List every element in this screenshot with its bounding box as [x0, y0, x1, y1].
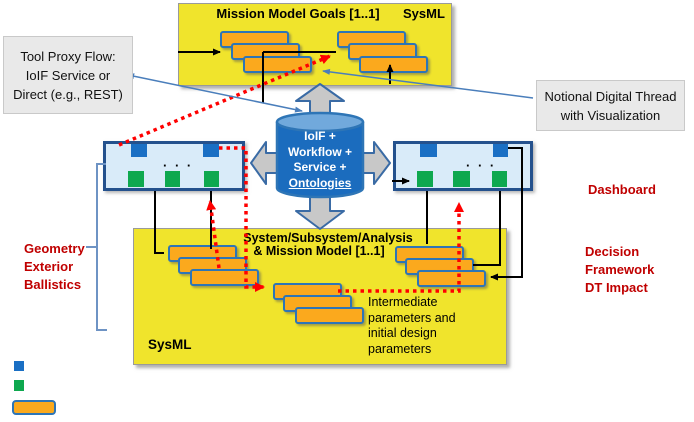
tool-proxy-line: Tool Proxy Flow:: [20, 48, 116, 64]
dashboard-label: Dashboard: [588, 182, 656, 197]
ellipsis: · · ·: [163, 158, 194, 173]
result-square: [204, 171, 219, 187]
intermediate-note: Intermediate parameters and initial desi…: [368, 295, 478, 357]
hub-line: Workflow +: [287, 144, 353, 159]
legend-blue-square: [14, 361, 24, 371]
note-line: initial design: [368, 326, 437, 340]
digital-thread-line: Notional Digital Thread: [544, 88, 677, 104]
result-square: [165, 171, 180, 187]
model-bar: [190, 269, 259, 286]
mission-model-sysml-tag: SysML: [403, 6, 445, 21]
result-square: [492, 171, 507, 187]
note-line: Intermediate: [368, 295, 438, 309]
geometry-line: Ballistics: [24, 277, 82, 292]
decision-line: DT Impact: [585, 280, 648, 295]
hub-label: IoIF + Workflow + Service + Ontologies: [277, 129, 363, 191]
tool-proxy-square: [131, 144, 147, 157]
tool-proxy-square: [203, 144, 219, 157]
decision-line: Decision: [585, 244, 640, 259]
legend-green-square: [14, 380, 24, 391]
left-arrow: [250, 141, 281, 185]
digital-thread-line: with Visualization: [560, 107, 661, 123]
tool-proxy-square: [420, 144, 437, 157]
right-arrow: [359, 141, 391, 185]
model-bar: [417, 270, 486, 287]
tool-proxy-square: [493, 144, 508, 157]
model-bar: [359, 56, 428, 73]
decision-line: Framework: [585, 262, 655, 277]
down-arrow: [295, 195, 345, 230]
result-square: [417, 171, 433, 187]
geometry-label: Geometry Exterior Ballistics: [24, 240, 85, 294]
hub-line-ontologies: Ontologies: [288, 175, 352, 190]
mission-model-title: Mission Model Goals [1..1]: [216, 6, 380, 21]
model-bar: [243, 56, 312, 73]
result-square: [128, 171, 144, 187]
tool-proxy-line: Direct (e.g., REST): [13, 86, 123, 102]
ellipsis: · · ·: [466, 158, 497, 173]
decision-framework-label: Decision Framework DT Impact: [585, 243, 654, 297]
hub-line: IoIF +: [304, 129, 336, 143]
up-arrow: [295, 83, 345, 119]
digital-thread-callout: Notional Digital Thread with Visualizati…: [536, 80, 685, 131]
system-model-sysml-tag: SysML: [148, 337, 192, 352]
hub-line: Service +: [293, 160, 347, 174]
note-line: parameters and: [368, 310, 456, 325]
geometry-line: Exterior: [24, 259, 74, 274]
geometry-line: Geometry: [24, 241, 85, 256]
system-model-title-line1: System/Subsystem/Analysis: [243, 231, 413, 245]
tool-proxy-callout: Tool Proxy Flow: IoIF Service or Direct …: [3, 36, 133, 114]
model-bar: [295, 307, 364, 324]
legend-orange-bar: [12, 400, 56, 415]
tool-proxy-line: IoIF Service or: [25, 67, 111, 83]
note-line: parameters: [368, 341, 432, 356]
result-square: [453, 171, 470, 187]
